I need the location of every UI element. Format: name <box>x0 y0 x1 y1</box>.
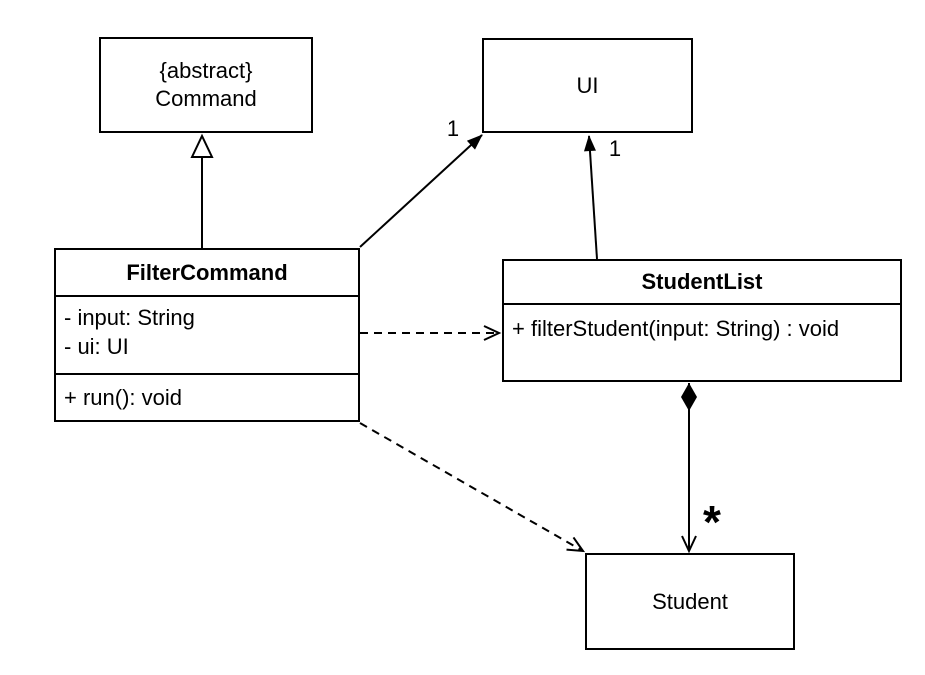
dependency-edge-filtercommand-to-student <box>359 422 586 553</box>
class-command-stereotype: {abstract} <box>159 58 253 83</box>
association-edge-filtercommand-to-ui <box>359 134 483 248</box>
multiplicity-label-studentlist-to-student: * <box>703 496 721 548</box>
class-student-name: Student <box>652 588 728 614</box>
association-edge-studentlist-to-ui <box>583 135 598 260</box>
class-studentlist-methods: + filterStudent(input: String) : void <box>504 305 900 380</box>
attribute-item: - input: String <box>64 305 195 330</box>
class-filtercommand-methods: + run(): void <box>56 375 358 420</box>
class-box-student: Student <box>585 553 795 650</box>
class-box-filtercommand: FilterCommand - input: String - ui: UI +… <box>54 248 360 422</box>
class-command-name: Command <box>155 86 257 111</box>
class-studentlist-name: StudentList <box>504 261 900 305</box>
class-box-ui: UI <box>482 38 693 133</box>
class-filtercommand-name: FilterCommand <box>56 250 358 297</box>
multiplicity-label-filtercommand-to-ui: 1 <box>446 116 460 141</box>
multiplicity-label-studentlist-to-ui: 1 <box>608 136 622 161</box>
class-filtercommand-attributes: - input: String - ui: UI <box>56 297 358 375</box>
class-box-studentlist: StudentList + filterStudent(input: Strin… <box>502 259 902 382</box>
method-item: + run(): void <box>64 384 182 410</box>
attribute-item: - ui: UI <box>64 334 129 359</box>
class-box-command: {abstract} Command <box>99 37 313 133</box>
method-item: + filterStudent(input: String) : void <box>512 316 840 341</box>
class-ui-name: UI <box>576 72 599 98</box>
